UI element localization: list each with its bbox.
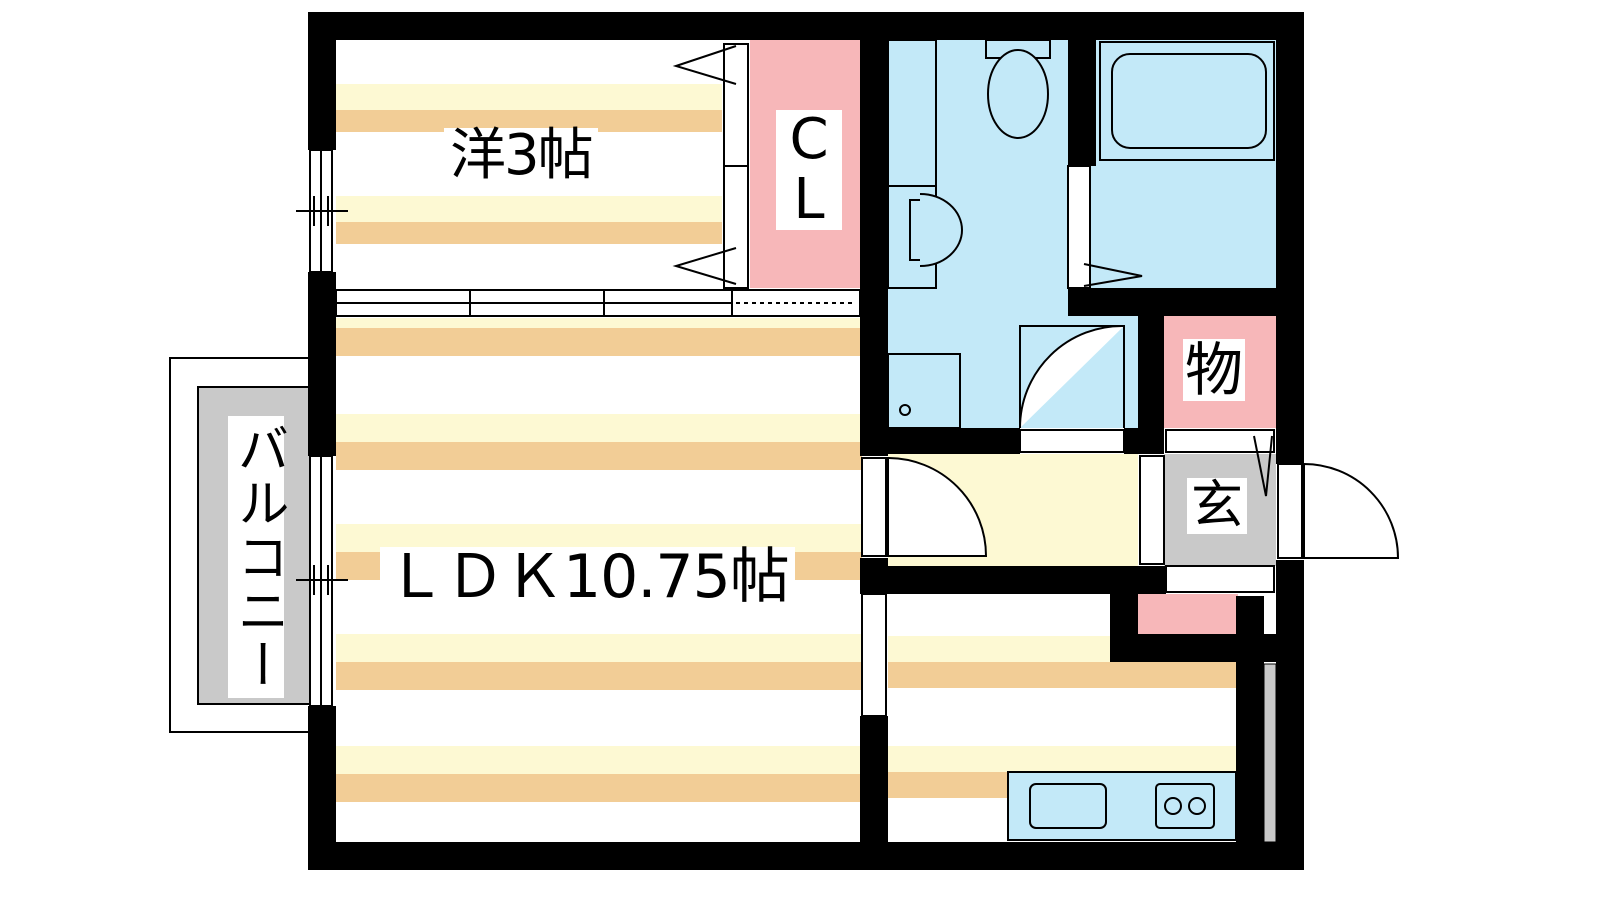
- sliding-partition: [335, 289, 861, 317]
- western-room-label: 洋3帖: [444, 128, 598, 184]
- walls: [308, 12, 1304, 870]
- ldk-label: ＬＤＫ10.75帖: [380, 547, 795, 607]
- wash-basin: [887, 39, 963, 289]
- ldk-door: [861, 456, 988, 557]
- bathtub: [1099, 41, 1275, 161]
- kitchen-counter: [1007, 771, 1237, 841]
- kitchen-side-panel: [1263, 663, 1277, 843]
- closet-label: CL: [776, 110, 842, 230]
- balcony-label: バルコニー: [228, 416, 288, 698]
- window-markers: [296, 196, 348, 595]
- shoe-storage-area: [1138, 594, 1238, 634]
- bath-door: [1083, 263, 1143, 287]
- washroom-door: [1019, 324, 1125, 453]
- kitchen-door: [861, 593, 887, 717]
- toilet: [985, 39, 1051, 139]
- entrance-frame: [1139, 455, 1275, 593]
- storage-door: [1165, 429, 1275, 497]
- closet-doors: [672, 43, 749, 289]
- entrance-label: 玄: [1187, 478, 1248, 534]
- storage-label: 物: [1183, 336, 1246, 404]
- washing-machine-space: [887, 353, 961, 429]
- front-door: [1277, 462, 1400, 559]
